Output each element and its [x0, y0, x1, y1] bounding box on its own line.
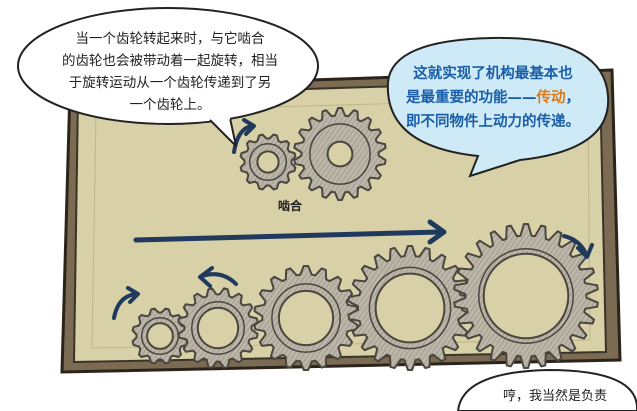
bubble-left-line: 一个齿轮上。 — [129, 97, 211, 113]
bubble-left-line: 当一个齿轮转起来时，与它啮合 — [75, 31, 265, 47]
gear-hub — [196, 306, 240, 350]
bubble-left-line: 的齿轮也会被带动着一起旋转，相当 — [62, 53, 278, 69]
gear-hub — [277, 289, 335, 347]
speech-bubble-right-text: 这就实现了机构最基本也 是最重要的功能——传动， 即不同物件上动力的传递。 — [393, 62, 593, 134]
gear-hub — [482, 252, 570, 340]
transmission-arrowhead-icon — [427, 219, 447, 245]
gear-hub — [146, 322, 174, 350]
rotation-arrow-icon-1 — [112, 292, 138, 320]
gear-ring — [191, 301, 245, 355]
gear-hub — [326, 140, 354, 168]
highlight-transmission: 传动 — [536, 90, 566, 106]
bubble-right-line2-punct: ， — [565, 90, 581, 106]
transmission-arrow-icon — [133, 229, 443, 243]
gear-ring — [271, 283, 341, 353]
arrowhead-icon — [242, 118, 256, 136]
gear-icon-row-2 — [177, 287, 259, 369]
gear-hub — [374, 272, 446, 344]
bubble-right-line2-text: 是最重要的功能—— — [406, 90, 537, 106]
gear-ring — [478, 248, 574, 344]
bubble-right-line: 是最重要的功能——传动， — [393, 86, 593, 110]
bubble-right-line: 这就实现了机构最基本也 — [413, 66, 573, 82]
gear-hub — [256, 150, 280, 174]
mesh-label: 啮合 — [278, 199, 303, 213]
gear-ring — [248, 142, 288, 182]
gear-ring — [368, 266, 452, 350]
gear-ring — [309, 123, 371, 185]
rotation-arrow-icon-top — [232, 124, 254, 154]
gear-icon-large-top — [293, 107, 387, 201]
speech-bubble-right — [386, 36, 610, 178]
arrowhead-icon — [198, 266, 214, 288]
gear-icon-row-3 — [253, 265, 359, 371]
gear-icon-small-top — [239, 133, 297, 191]
speech-bubble-left — [17, 7, 319, 125]
speech-bubble-left-text: 当一个齿轮转起来时，与它啮合 的齿轮也会被带动着一起旋转，相当 于旋转运动从一个… — [40, 28, 300, 116]
speech-bubble-bottom-text: 哼，我当然是负责 — [502, 389, 607, 404]
speech-bubble-bottom — [456, 368, 637, 411]
arrowhead-icon — [576, 243, 594, 259]
rotation-arrow-icon-3 — [562, 234, 588, 256]
gear-icon-row-5 — [453, 223, 599, 369]
bubble-left-line: 于旋转运动从一个齿轮传递到了另 — [68, 75, 272, 91]
speech-bubble-left-tail — [209, 117, 237, 147]
gear-icon-row-4 — [347, 245, 473, 371]
arrowhead-icon — [126, 286, 140, 304]
bubble-right-line: 即不同物件上动力的传递。 — [406, 114, 580, 130]
